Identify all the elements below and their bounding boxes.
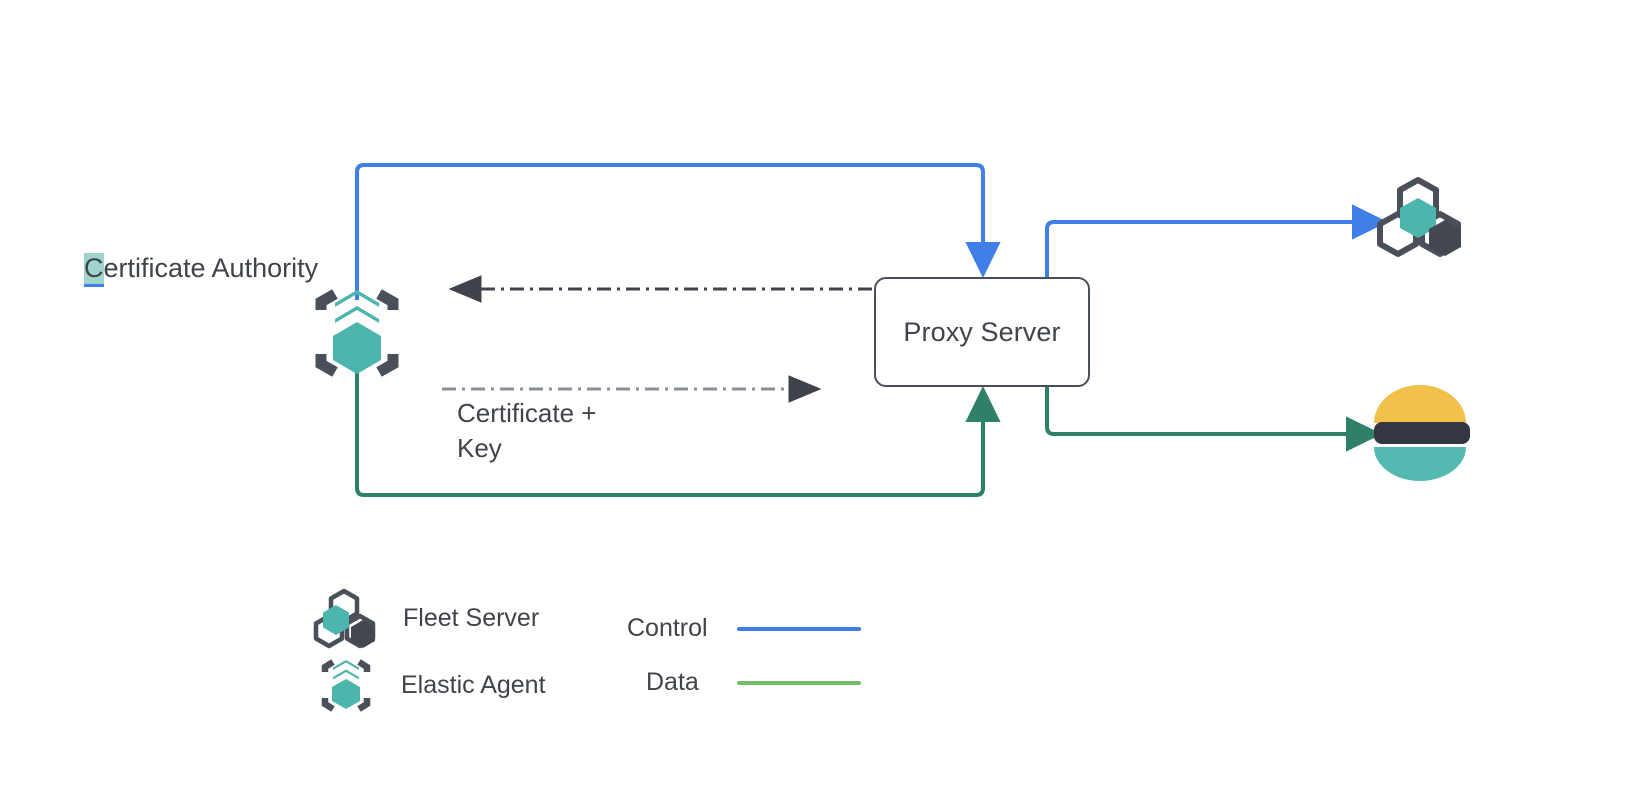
legend-label-fleet-server: Fleet Server — [403, 604, 540, 632]
certificate-key-line-1: Certificate + — [457, 398, 597, 428]
edge-proxy-to-elasticsearch-data — [1045, 387, 1382, 452]
certificate-key-edge-label: Certificate + Key — [457, 396, 677, 466]
edge-agent-to-proxy-control — [355, 163, 1001, 300]
ca-label-highlight-char: C — [84, 253, 104, 287]
certificate-authority-elastic-agent-icon — [301, 280, 413, 390]
legend-swatch-data — [737, 681, 861, 685]
edge-proxy-to-fleet-control — [1045, 204, 1388, 277]
legend-fleet-server-icon — [310, 588, 382, 650]
legend-swatch-control — [737, 627, 861, 631]
legend-label-data: Data — [646, 668, 699, 696]
elasticsearch-logo — [1366, 385, 1470, 481]
legend-elastic-agent-icon — [313, 654, 379, 718]
ca-label-rest: ertificate Authority — [103, 253, 319, 283]
proxy-server-node[interactable]: Proxy Server — [874, 277, 1090, 387]
certificate-key-line-2: Key — [457, 433, 502, 463]
fleet-server-icon — [1372, 176, 1472, 268]
edge-agent-to-proxy-data — [355, 368, 1001, 497]
legend-label-control: Control — [627, 614, 708, 642]
certificate-authority-label: Certificate Authority — [84, 253, 318, 287]
legend-label-elastic-agent: Elastic Agent — [401, 671, 546, 699]
proxy-server-label: Proxy Server — [903, 316, 1061, 347]
